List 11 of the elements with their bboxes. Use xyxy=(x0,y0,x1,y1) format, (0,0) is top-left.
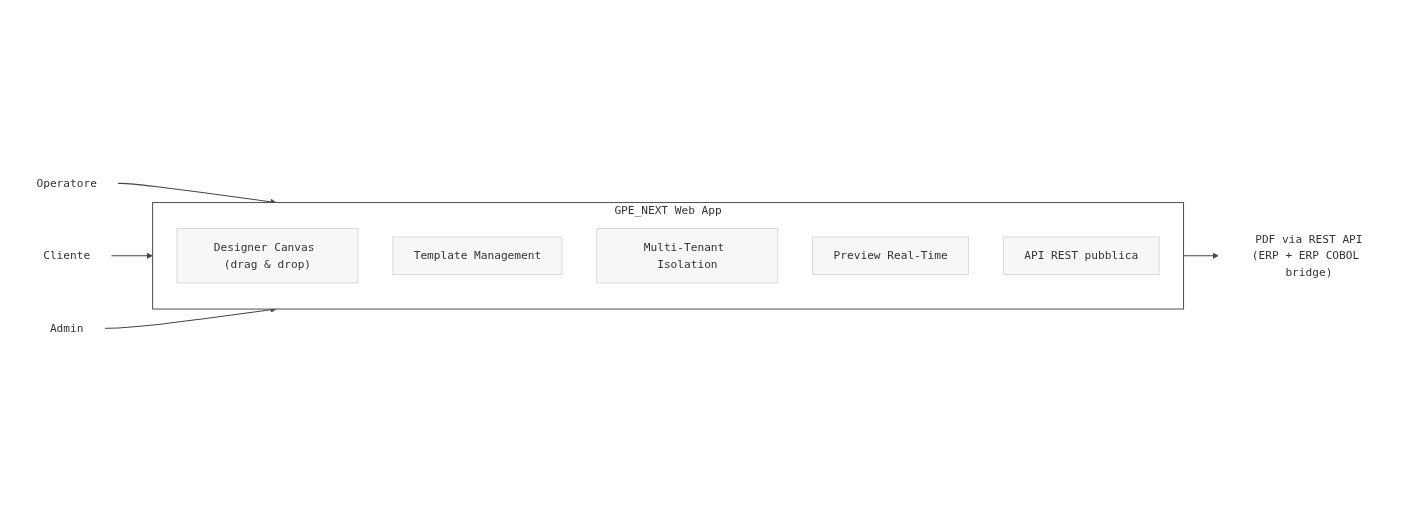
node-text: Cliente xyxy=(43,249,91,263)
node-box: Designer Canvas (drag & drop) xyxy=(176,228,359,284)
arrow xyxy=(110,252,153,260)
node-box: Multi-Tenant Isolation xyxy=(596,228,779,284)
arrow xyxy=(1183,252,1219,260)
node-box: Preview Real-Time xyxy=(812,236,969,276)
node-text: Operatore xyxy=(36,176,97,190)
node-box: Template Management xyxy=(392,236,563,276)
node-text: PDF via REST API (ERP + ERP COBOL bridge) xyxy=(1251,232,1363,279)
node-box: API REST pubblica xyxy=(1003,236,1160,276)
node-text: Admin xyxy=(49,321,84,335)
